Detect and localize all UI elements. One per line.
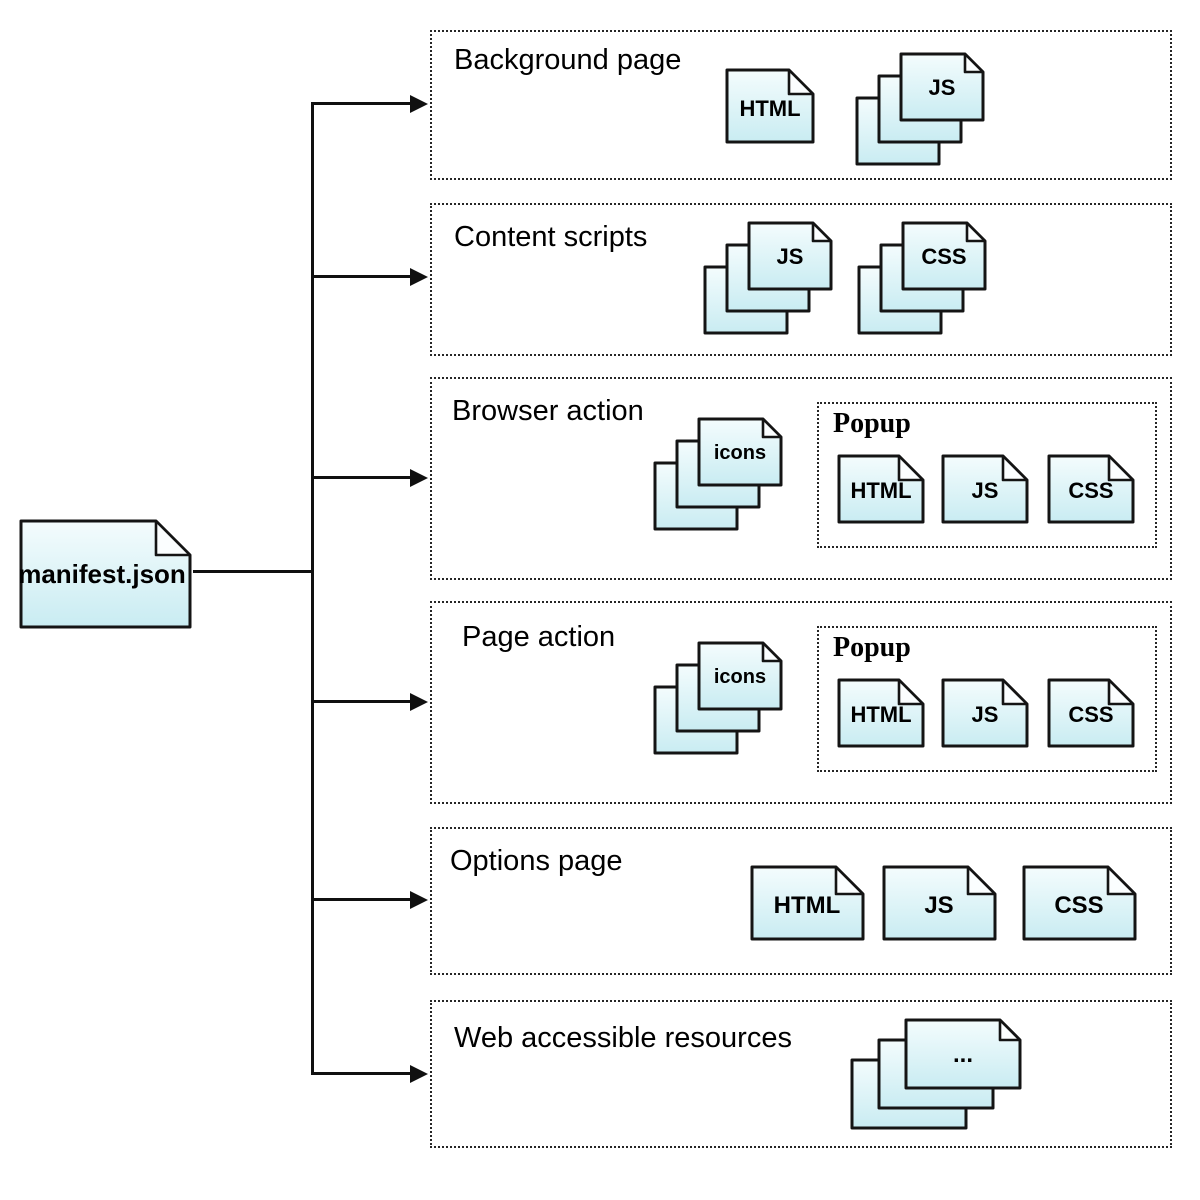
section-browser-action: Browser action icons Popup HTML — [430, 377, 1172, 580]
js-file-icon: JS — [941, 454, 1029, 524]
section-label: Background page — [454, 44, 682, 76]
html-file-icon: HTML — [837, 454, 925, 524]
html-file-icon: HTML — [837, 678, 925, 748]
popup-box: Popup HTML JS CSS — [817, 626, 1157, 772]
arrow-line-browser-action — [311, 476, 412, 479]
arrowhead-web-accessible-resources — [410, 1065, 428, 1083]
stack-label: JS — [777, 244, 804, 269]
stack-label: icons — [714, 442, 766, 464]
arrow-line-content-scripts — [311, 275, 412, 278]
section-label: Browser action — [452, 395, 644, 427]
arrowhead-background-page — [410, 95, 428, 113]
file-label: CSS — [1068, 702, 1113, 727]
arrowhead-options-page — [410, 891, 428, 909]
section-web-accessible-resources: Web accessible resources ... — [430, 1000, 1172, 1148]
trunk-connector-line — [311, 102, 314, 1075]
section-label: Web accessible resources — [454, 1022, 792, 1054]
file-label: HTML — [739, 96, 800, 121]
manifest-label: manifest.json — [18, 559, 186, 589]
icons-stack-icon: icons — [653, 641, 783, 755]
css-file-icon: CSS — [1022, 865, 1137, 941]
file-label: JS — [972, 478, 999, 503]
stack-label: JS — [929, 75, 956, 100]
icons-stack-icon: icons — [653, 417, 783, 531]
arrowhead-content-scripts — [410, 268, 428, 286]
css-file-icon: CSS — [1047, 678, 1135, 748]
file-label: HTML — [850, 478, 911, 503]
html-file-icon: HTML — [750, 865, 865, 941]
file-label: JS — [972, 702, 999, 727]
js-stack-icon: JS — [855, 52, 985, 166]
stack-label: ... — [953, 1041, 973, 1068]
file-label: HTML — [850, 702, 911, 727]
arrow-line-page-action — [311, 700, 412, 703]
arrow-line-background-page — [311, 102, 412, 105]
stack-label: icons — [714, 666, 766, 688]
arrow-line-options-page — [311, 898, 412, 901]
section-label: Page action — [462, 621, 616, 653]
popup-box: Popup HTML JS CSS — [817, 402, 1157, 548]
section-page-action: Page action icons Popup HTML — [430, 601, 1172, 804]
file-label: CSS — [1054, 892, 1103, 919]
file-label: JS — [924, 892, 953, 919]
section-label: Options page — [450, 845, 623, 877]
section-content-scripts: Content scripts JS CSS — [430, 203, 1172, 356]
arrowhead-browser-action — [410, 469, 428, 487]
arrow-line-web-accessible-resources — [311, 1072, 412, 1075]
css-file-icon: CSS — [1047, 454, 1135, 524]
popup-label: Popup — [833, 408, 911, 439]
section-background-page: Background page HTML JS — [430, 30, 1172, 180]
js-file-icon: JS — [941, 678, 1029, 748]
arrowhead-page-action — [410, 693, 428, 711]
file-label: CSS — [1068, 478, 1113, 503]
resources-stack-icon: ... — [850, 1018, 1022, 1130]
html-file-icon: HTML — [725, 68, 815, 144]
file-label: HTML — [774, 892, 841, 919]
popup-label: Popup — [833, 632, 911, 663]
stack-label: CSS — [921, 244, 966, 269]
section-label: Content scripts — [454, 221, 648, 253]
section-options-page: Options page HTML JS CSS — [430, 827, 1172, 975]
css-stack-icon: CSS — [857, 221, 987, 335]
manifest-file-icon: manifest.json — [18, 518, 193, 630]
js-stack-icon: JS — [703, 221, 833, 335]
js-file-icon: JS — [882, 865, 997, 941]
manifest-connector-line — [193, 570, 311, 573]
